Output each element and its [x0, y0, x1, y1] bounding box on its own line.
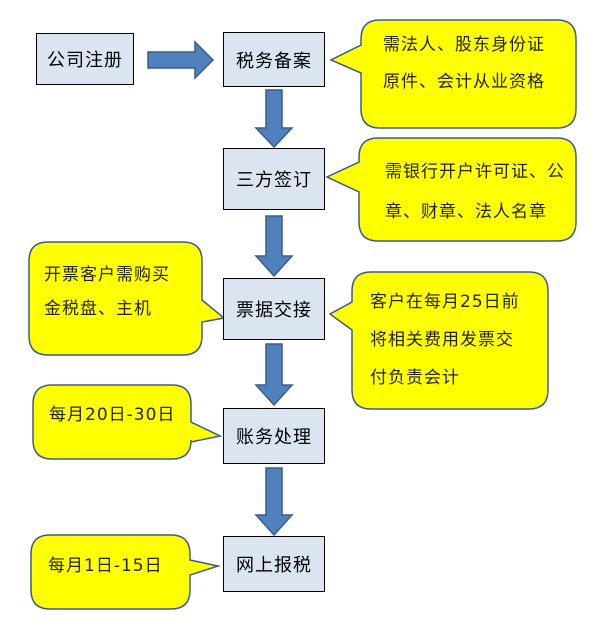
arrow-tripartite-to-invoice [254, 215, 294, 278]
callouts [28, 19, 577, 610]
note-line: 每月20日-30日 [49, 405, 176, 425]
callout-accounting-period [32, 384, 223, 460]
arrow-invoice-to-accounting [254, 343, 294, 407]
step-register-company: 公司注册 [36, 33, 134, 85]
step-online-tax-filing: 网上报税 [223, 536, 325, 592]
step-tax-filing: 税务备案 [223, 32, 325, 87]
note-tripartite: 需银行开户许可证、公 章、财章、法人名章 [385, 152, 565, 232]
note-line: 客户在每月25日前 [370, 292, 520, 312]
arrow-register-to-tax [147, 40, 215, 80]
arrow-accounting-to-online-tax [254, 467, 294, 537]
callout-invoice-buy [28, 241, 226, 356]
step-label: 网上报税 [236, 555, 312, 576]
note-line: 章、财章、法人名章 [385, 202, 547, 222]
step-label: 税务备案 [236, 50, 312, 72]
step-label: 三方签订 [236, 170, 312, 191]
note-line: 金税盘、主机 [44, 299, 152, 319]
note-tax-filing: 需法人、股东身份证 原件、会计从业资格 [383, 27, 545, 101]
callout-invoice-handover [328, 271, 549, 410]
callout-tax-filing [329, 19, 577, 129]
note-invoice-buy: 开票客户需购买 金税盘、主机 [44, 258, 170, 326]
note-line: 开票客户需购买 [44, 265, 170, 285]
note-line: 每月1日-15日 [48, 556, 163, 576]
note-line: 付负责会计 [370, 368, 460, 388]
note-online-tax-period: 每月1日-15日 [48, 548, 163, 585]
callout-tripartite [325, 137, 577, 242]
flow-arrows [147, 40, 294, 537]
step-accounting: 账务处理 [223, 408, 325, 464]
note-line: 将相关费用发票交 [370, 330, 514, 350]
note-line: 需法人、股东身份证 [383, 35, 545, 55]
callout-online-tax-period [30, 534, 221, 610]
step-label: 公司注册 [47, 50, 123, 71]
note-line: 原件、会计从业资格 [383, 72, 545, 92]
arrow-tax-to-tripartite [254, 89, 294, 149]
note-accounting-period: 每月20日-30日 [49, 397, 175, 434]
step-label: 账务处理 [236, 427, 312, 448]
note-line: 需银行开户许可证、公 [385, 162, 565, 182]
step-label: 票据交接 [236, 300, 312, 321]
note-invoice-handover: 客户在每月25日前 将相关费用发票交 付负责会计 [370, 283, 520, 397]
step-invoice-handover: 票据交接 [223, 278, 325, 340]
step-tripartite-agreement: 三方签订 [223, 148, 325, 210]
